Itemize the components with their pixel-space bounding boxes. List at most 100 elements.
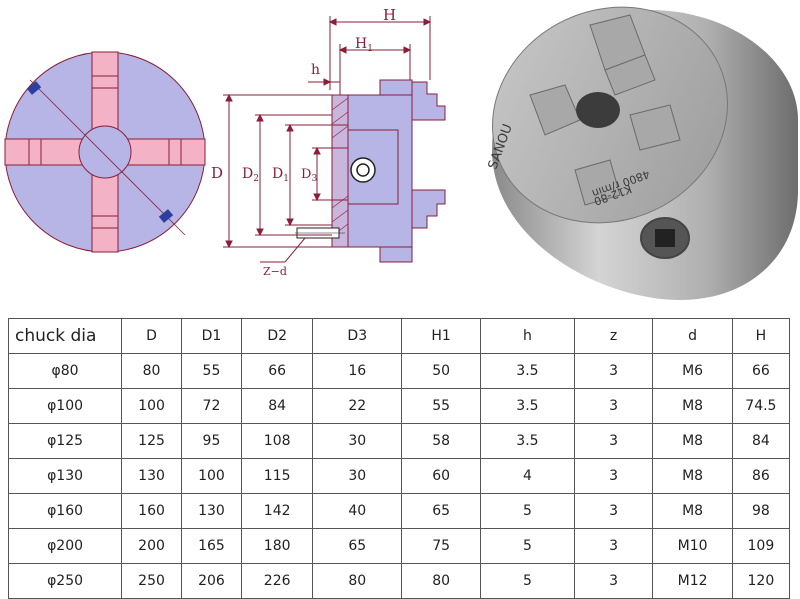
table-cell: 50 xyxy=(401,353,482,389)
table-cell: 22 xyxy=(312,388,403,424)
table-cell: 65 xyxy=(312,528,403,564)
table-cell: 95 xyxy=(181,423,242,459)
pinion-inner xyxy=(356,163,370,177)
table-cell: 80 xyxy=(312,563,403,599)
dim-H xyxy=(328,16,432,90)
table-cell: 130 xyxy=(181,493,242,529)
table-header-cell: d xyxy=(652,318,733,354)
table-cell: 3.5 xyxy=(480,388,575,424)
label-D3: D3 xyxy=(301,167,317,184)
table-row-header: φ125 xyxy=(7,423,123,459)
table-cell: M6 xyxy=(652,353,733,389)
table-cell: 165 xyxy=(181,528,242,564)
table-cell: 3 xyxy=(573,423,654,459)
table-header-cell: D1 xyxy=(181,318,242,354)
diagonal-centerline xyxy=(29,79,186,236)
label-D1: D1 xyxy=(272,166,289,184)
table-cell: 120 xyxy=(731,563,791,599)
table-cell: 3 xyxy=(573,353,654,389)
table-cell: 250 xyxy=(121,563,182,599)
chuck-photo: SANOU K12-80 4800 r/min xyxy=(486,6,798,300)
chuck-front-view xyxy=(4,51,206,253)
table-cell: 55 xyxy=(401,388,482,424)
table-cell: 108 xyxy=(240,423,314,459)
table-cell: 160 xyxy=(121,493,182,529)
dim-h xyxy=(308,78,340,86)
table-cell: 84 xyxy=(240,388,314,424)
hatch-lines xyxy=(331,97,349,237)
table-cell: 3 xyxy=(573,563,654,599)
table-cell: 206 xyxy=(181,563,242,599)
table-cell: 226 xyxy=(240,563,314,599)
table-cell: 60 xyxy=(401,458,482,494)
table-cell: 66 xyxy=(731,353,791,389)
dim-D xyxy=(223,93,332,249)
table-cell: M12 xyxy=(652,563,733,599)
chuck-section-view: H H1 h D xyxy=(211,6,446,278)
table-cell: 3.5 xyxy=(480,423,575,459)
table-header-cell: h xyxy=(480,318,575,354)
table-cell: 55 xyxy=(181,353,242,389)
table-cell: 5 xyxy=(480,493,575,529)
dim-H1 xyxy=(338,44,412,95)
table-cell: M8 xyxy=(652,458,733,494)
table-cell: 84 xyxy=(731,423,791,459)
table-cell: 65 xyxy=(401,493,482,529)
table-cell: 3.5 xyxy=(480,353,575,389)
table-row-header: φ250 xyxy=(7,563,123,599)
table-cell: 66 xyxy=(240,353,314,389)
table-cell: 3 xyxy=(573,458,654,494)
jaws-profile xyxy=(379,79,446,263)
table-header-cell: D xyxy=(121,318,182,354)
table-cell: M8 xyxy=(652,493,733,529)
photo-jaws xyxy=(529,14,681,206)
table-cell: 5 xyxy=(480,528,575,564)
table-row-header: φ200 xyxy=(7,528,123,564)
table-cell: M8 xyxy=(652,388,733,424)
dim-D3 xyxy=(312,146,348,202)
table-cell: 115 xyxy=(240,458,314,494)
table-row-header: φ80 xyxy=(7,353,123,389)
table-row-header: φ130 xyxy=(7,458,123,494)
table-cell: 74.5 xyxy=(731,388,791,424)
center-bore xyxy=(78,125,132,179)
table-cell: 5 xyxy=(480,563,575,599)
label-H1: H1 xyxy=(355,36,373,54)
label-h: h xyxy=(311,62,320,78)
label-H: H xyxy=(383,6,396,24)
table-cell: M8 xyxy=(652,423,733,459)
table-cell: 98 xyxy=(731,493,791,529)
table-cell: 30 xyxy=(312,423,403,459)
table-cell: 4 xyxy=(480,458,575,494)
table-header-cell: H xyxy=(731,318,791,354)
photo-center-bore xyxy=(576,92,620,128)
mounting-bolt-marks xyxy=(26,81,174,223)
table-cell: 200 xyxy=(121,528,182,564)
table-header-cell: chuck dia xyxy=(7,318,123,354)
table-cell: 80 xyxy=(121,353,182,389)
label-D2: D2 xyxy=(242,166,259,184)
table-cell: 3 xyxy=(573,493,654,529)
table-cell: 100 xyxy=(121,388,182,424)
table-cell: 86 xyxy=(731,458,791,494)
table-cell: 180 xyxy=(240,528,314,564)
table-cell: 16 xyxy=(312,353,403,389)
jaw-step-lines xyxy=(28,75,182,229)
table-cell: 3 xyxy=(573,388,654,424)
label-D: D xyxy=(211,164,223,182)
photo-key-socket xyxy=(655,229,675,247)
table-header-cell: z xyxy=(573,318,654,354)
table-cell: 58 xyxy=(401,423,482,459)
table-cell: 30 xyxy=(312,458,403,494)
dim-D2 xyxy=(255,113,332,237)
table-cell: 130 xyxy=(121,458,182,494)
